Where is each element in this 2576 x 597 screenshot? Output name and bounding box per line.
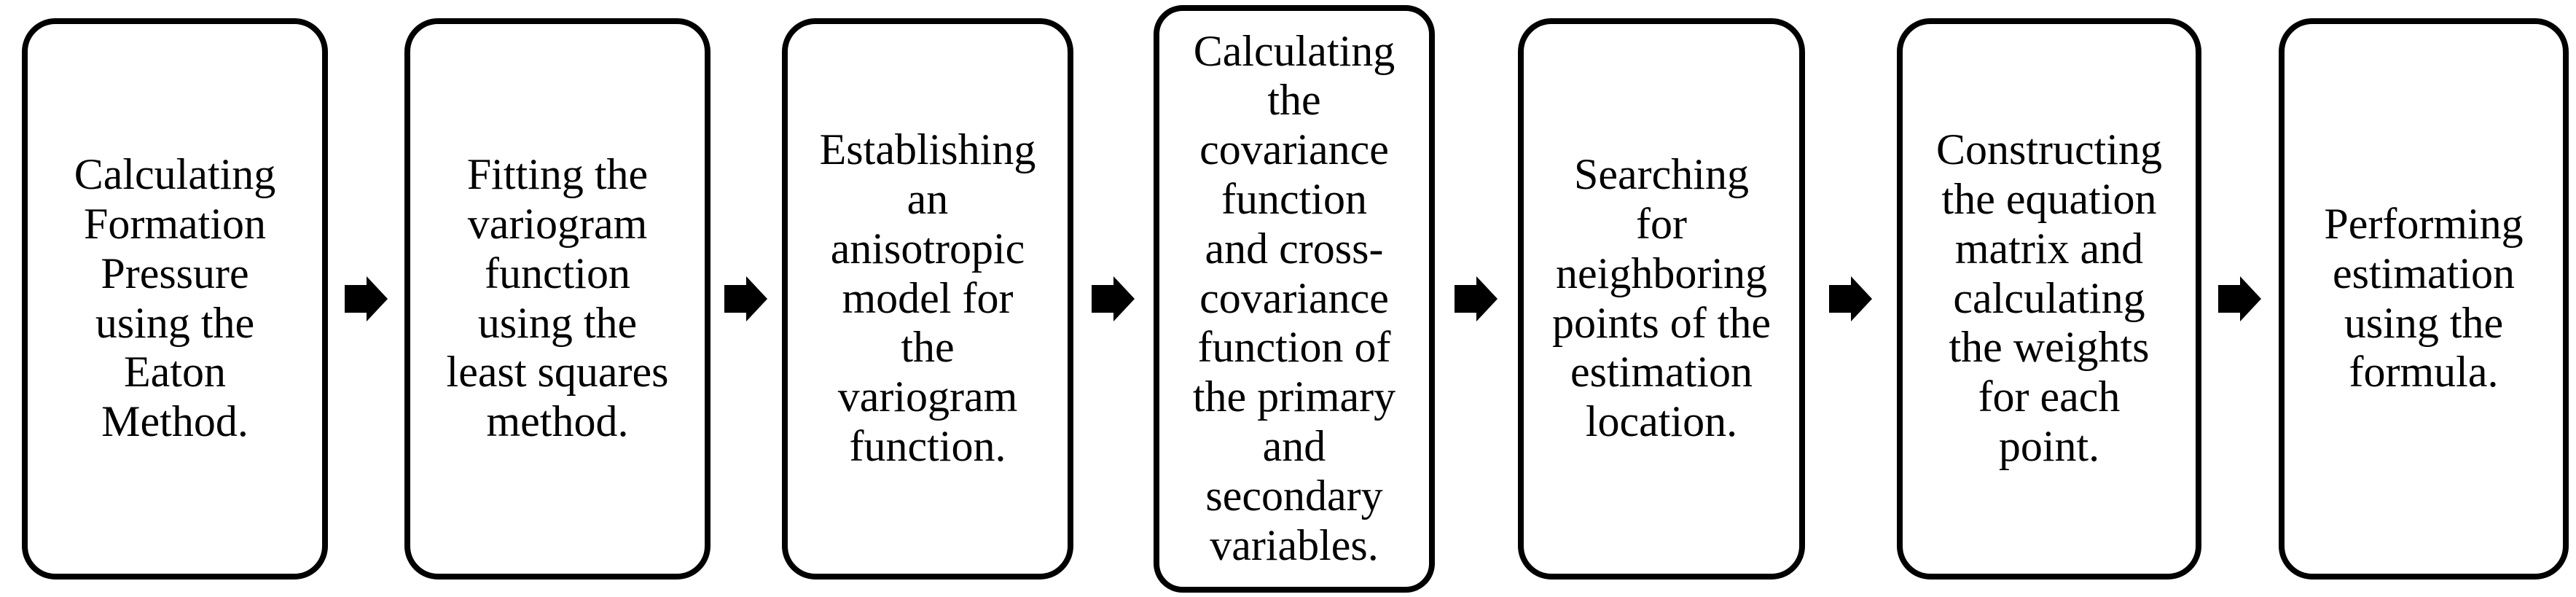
step-3-label: Establishing an anisotropic model for th… <box>819 125 1036 470</box>
arrow-right-icon <box>1829 276 1872 321</box>
arrow-right-icon <box>1092 276 1135 321</box>
step-box-2: Fitting the variogram function using the… <box>404 17 710 580</box>
step-5-label: Searching for neighboring points of the … <box>1552 150 1771 446</box>
step-box-4: Calculating the covariance function and … <box>1154 4 1435 593</box>
step-7-label: Performing estimation using the formula. <box>2324 199 2524 397</box>
connector-3 <box>1073 0 1154 597</box>
step-box-6: Constructing the equation matrix and cal… <box>1897 17 2201 580</box>
arrow-right-icon <box>344 276 388 321</box>
arrow-right-icon <box>2218 276 2261 321</box>
step-box-1: Calculating Formation Pressure using the… <box>22 17 328 580</box>
step-6-label: Constructing the equation matrix and cal… <box>1936 125 2162 470</box>
step-box-3: Establishing an anisotropic model for th… <box>782 17 1073 580</box>
arrow-right-icon <box>724 276 767 321</box>
step-2-label: Fitting the variogram function using the… <box>446 150 669 446</box>
step-1-label: Calculating Formation Pressure using the… <box>74 150 276 446</box>
step-4-label: Calculating the covariance function and … <box>1192 26 1396 569</box>
connector-5 <box>1805 0 1897 597</box>
connector-2 <box>710 0 782 597</box>
step-box-7: Performing estimation using the formula. <box>2279 17 2569 580</box>
connector-6 <box>2201 0 2279 597</box>
step-box-5: Searching for neighboring points of the … <box>1518 17 1805 580</box>
connector-4 <box>1435 0 1518 597</box>
arrow-right-icon <box>1455 276 1498 321</box>
connector-1 <box>328 0 404 597</box>
